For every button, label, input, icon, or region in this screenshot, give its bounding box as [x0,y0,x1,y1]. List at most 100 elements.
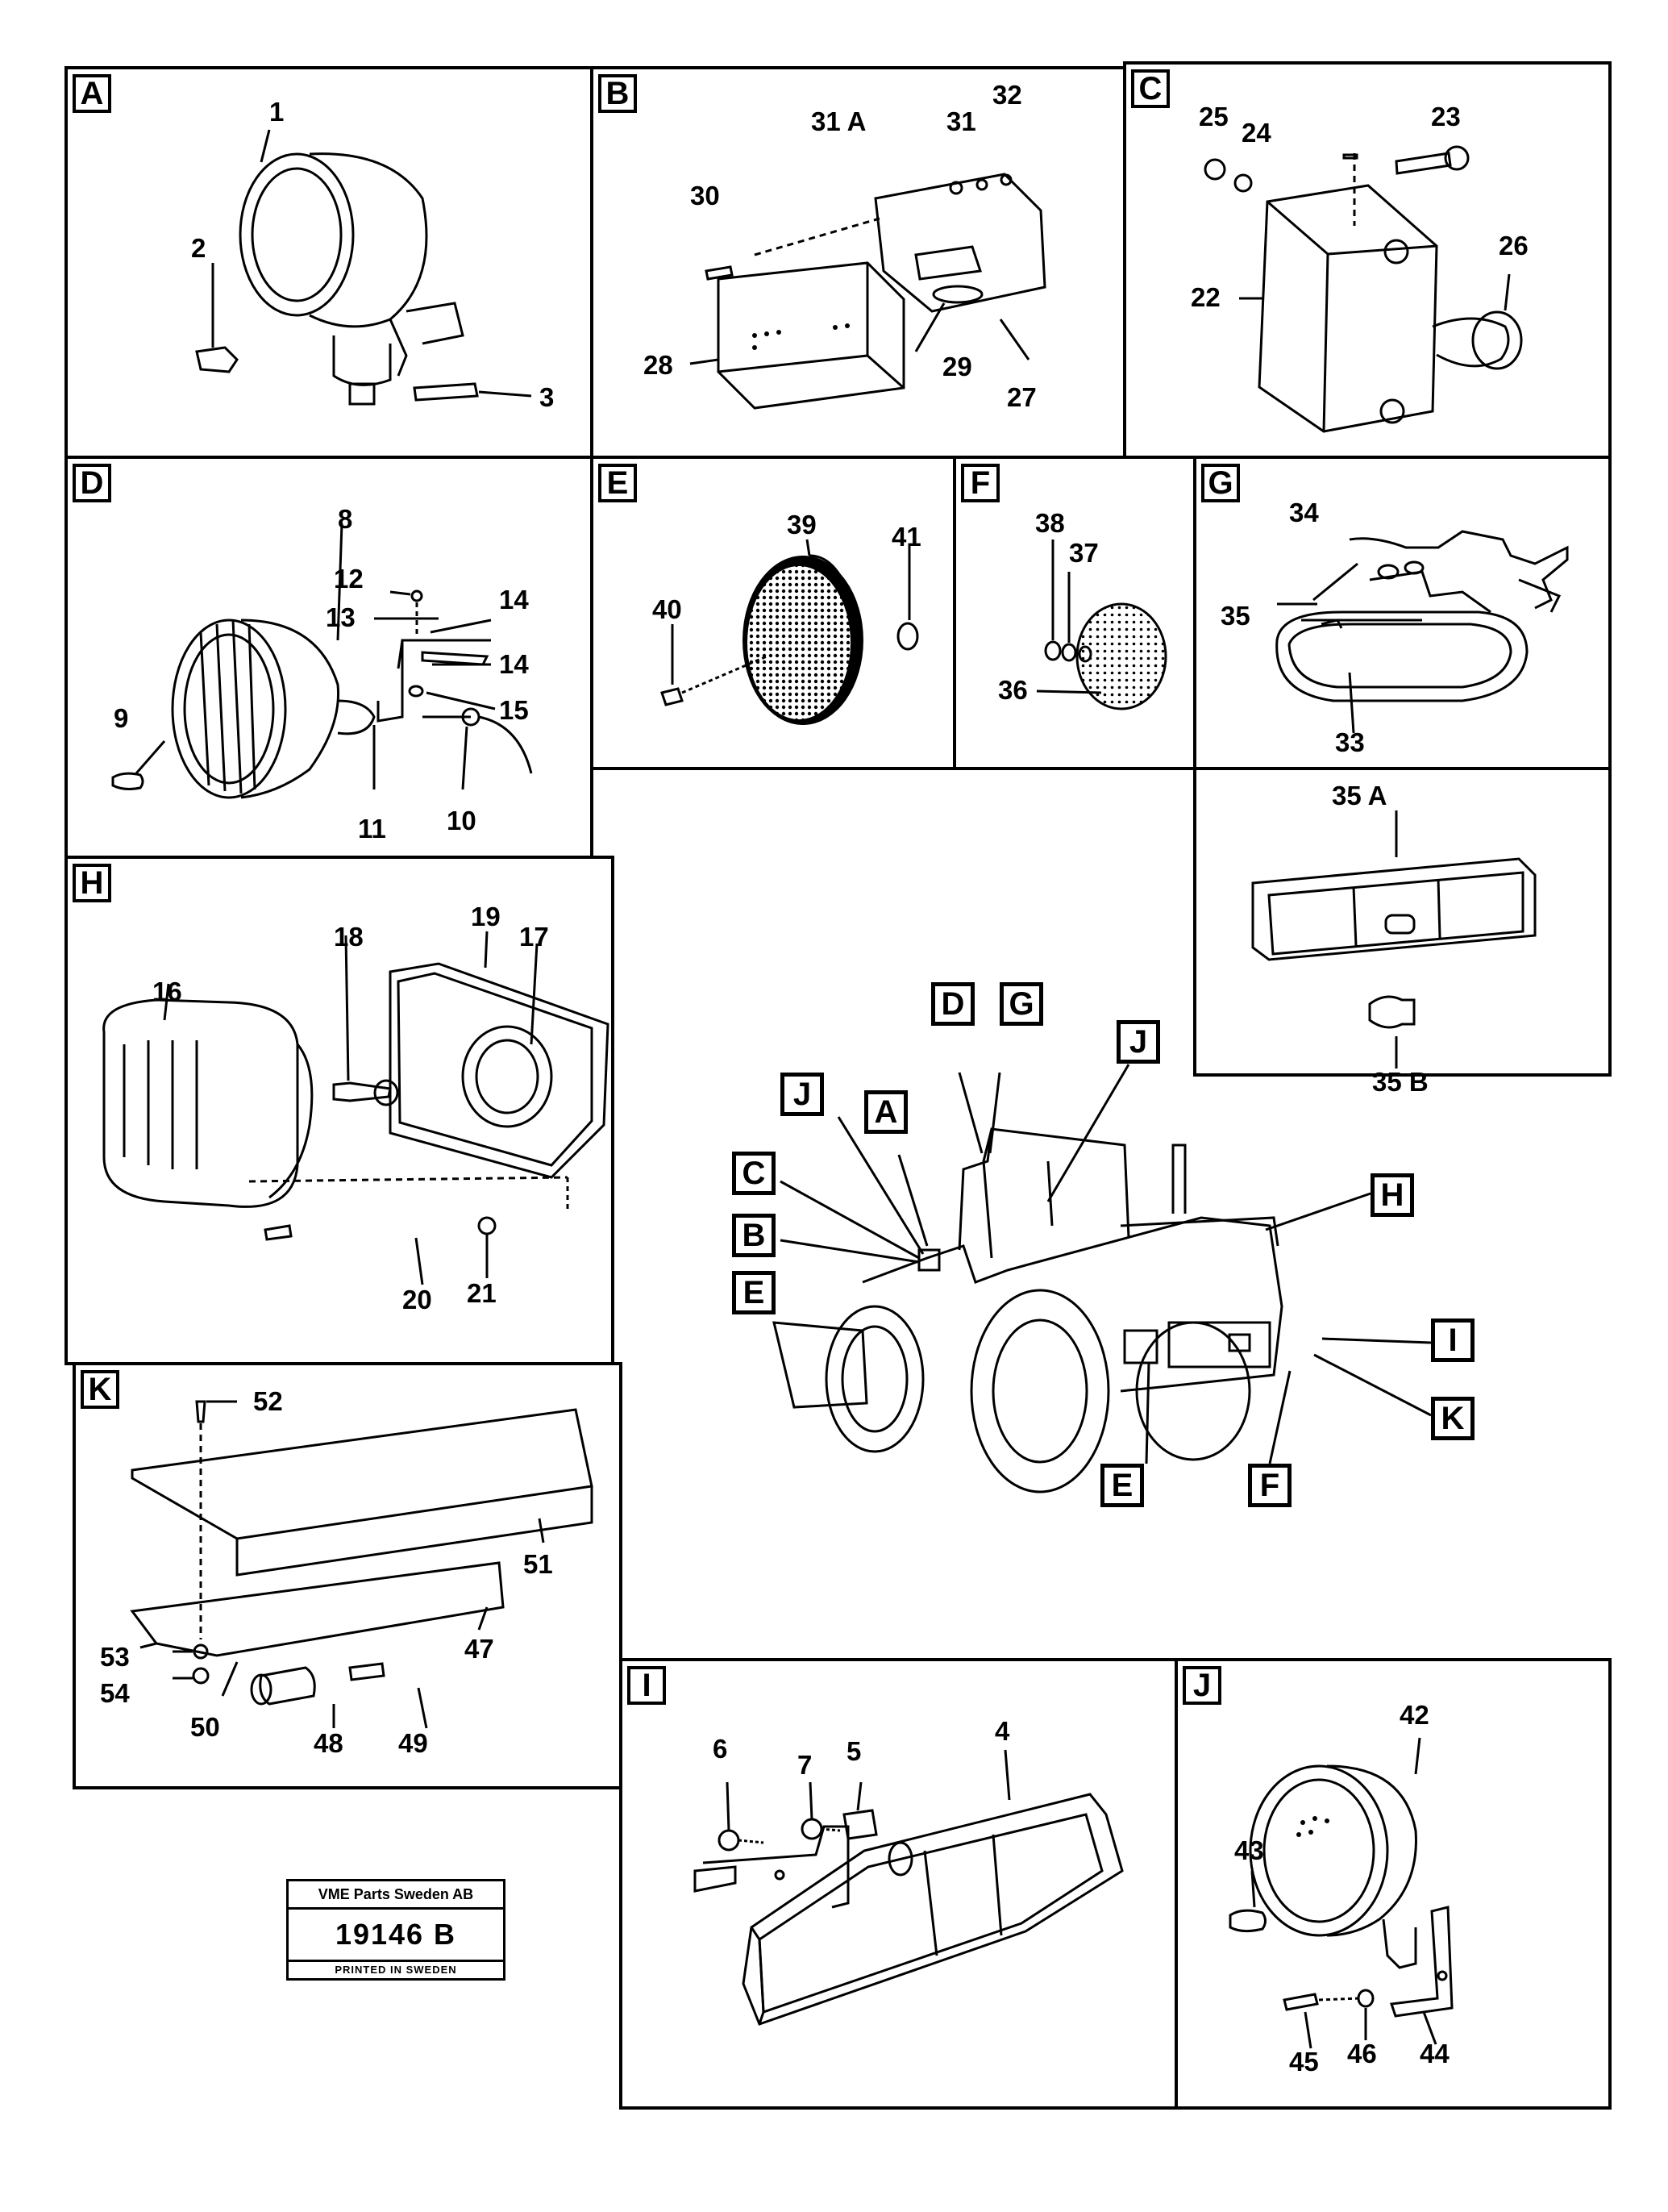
callout-j-cab: J [1117,1020,1160,1064]
part-label: 28 [643,350,673,380]
part-label: 36 [998,675,1028,705]
part-label: 21 [467,1278,497,1308]
part-label: 6 [713,1734,728,1764]
part-label: 38 [1035,508,1065,538]
part-label: 22 [1191,282,1221,312]
part-label: 18 [334,922,364,952]
part-label: 53 [100,1642,130,1672]
part-label: 4 [995,1716,1010,1746]
part-label: 39 [787,510,817,539]
part-label: 27 [1007,382,1037,412]
part-label: 25 [1199,102,1229,131]
part-label: 33 [1335,727,1365,757]
panel-e-letter: E [598,464,637,502]
panel-c: C 25 24 23 22 26 [1123,61,1612,459]
part-label: 8 [338,504,353,534]
panel-k: K 52 51 53 47 54 50 48 49 [73,1362,622,1789]
marker-lamp-drawing [593,69,1129,462]
part-label: 43 [1234,1835,1264,1865]
part-label: 16 [152,977,182,1006]
callout-a: A [864,1090,908,1134]
rear-lamp-drawing [1196,770,1615,1080]
panel-g-letter: G [1201,464,1240,502]
panel-g: G 34 35 33 [1193,456,1612,770]
panel-d: D 8 12 13 [64,456,593,859]
part-label: 37 [1069,538,1099,568]
part-label: 10 [447,806,476,835]
part-label: 24 [1242,118,1271,148]
reflector-small-drawing [956,459,1200,773]
panel-a: A 1 2 3 [64,66,593,459]
part-label: 23 [1431,102,1461,131]
callout-h: H [1371,1173,1414,1217]
part-label: 44 [1420,2039,1450,2068]
part-label: 42 [1400,1700,1429,1730]
stamp-company: VME Parts Sweden AB [289,1881,503,1910]
panel-e: E 39 41 40 [590,456,956,770]
callout-c: C [732,1152,776,1195]
part-label: 14 [499,585,529,614]
headlamp-bracket-drawing [68,459,597,862]
work-lamp-drawing [68,69,597,462]
part-label: 48 [314,1728,343,1758]
part-label: 9 [114,703,129,733]
part-label: 11 [358,814,386,844]
part-label: 46 [1347,2039,1377,2068]
panel-j: J 42 43 45 46 44 [1175,1658,1612,2110]
part-label: 5 [846,1736,862,1766]
part-label: 7 [797,1750,813,1780]
publisher-stamp: VME Parts Sweden AB 19146 B PRINTED IN S… [286,1879,505,1981]
panel-i: I 6 7 5 4 [619,1658,1178,2110]
panel-h: H 18 19 17 16 20 21 [64,856,614,1365]
part-label: 15 [499,695,529,725]
stamp-printed: PRINTED IN SWEDEN [335,1964,457,1976]
part-label: 45 [1289,2047,1319,2077]
part-label: 14 [499,649,529,679]
part-label: 3 [539,382,555,412]
tail-lamp-drawing [622,1661,1181,2113]
part-label: 35 A [1332,781,1387,810]
panel-d-letter: D [73,464,111,502]
interior-lamp-drawing [1196,459,1615,773]
part-label: 54 [100,1678,130,1708]
part-label: 26 [1499,231,1529,260]
part-label: 19 [471,902,501,931]
part-label: 29 [942,352,972,381]
part-label: 17 [519,922,549,952]
panel-k-letter: K [81,1370,119,1409]
panel-i-letter: I [627,1666,666,1705]
panel-f-letter: F [961,464,1000,502]
part-label: 51 [523,1549,553,1579]
part-label: 20 [402,1285,432,1314]
panel-rear-lamp: 35 A 35 B [1193,767,1615,1096]
panel-b: B 31 A 31 32 30 28 29 27 [590,66,1126,459]
part-label: 34 [1289,498,1319,527]
part-label: 30 [690,181,720,210]
panel-b-letter: B [598,74,637,113]
part-label: 1 [269,97,285,127]
callout-f: F [1248,1464,1292,1507]
part-label: 47 [464,1634,494,1664]
indicator-lamp-drawing [1126,65,1615,462]
part-label: 13 [326,602,356,632]
callout-k: K [1431,1397,1475,1440]
panel-f: F 38 37 36 [953,456,1196,770]
panel-c-letter: C [1131,69,1170,108]
callout-j-front: J [780,1073,824,1116]
panel-h-letter: H [73,864,111,902]
part-label: 31 [946,106,976,136]
part-label: 2 [191,233,206,263]
part-label: 31 A [811,106,867,136]
part-label: 12 [334,564,364,594]
stamp-number: 19146 B [289,1910,503,1962]
panel-j-letter: J [1183,1666,1221,1705]
part-label: 40 [652,594,682,624]
panel-a-letter: A [73,74,111,113]
part-label: 35 B [1372,1067,1429,1097]
rect-headlamp-drawing [68,859,618,1368]
part-label: 32 [992,80,1022,110]
part-label: 49 [398,1728,428,1758]
part-label: 50 [190,1712,220,1742]
callout-e-rear: E [1100,1464,1144,1507]
